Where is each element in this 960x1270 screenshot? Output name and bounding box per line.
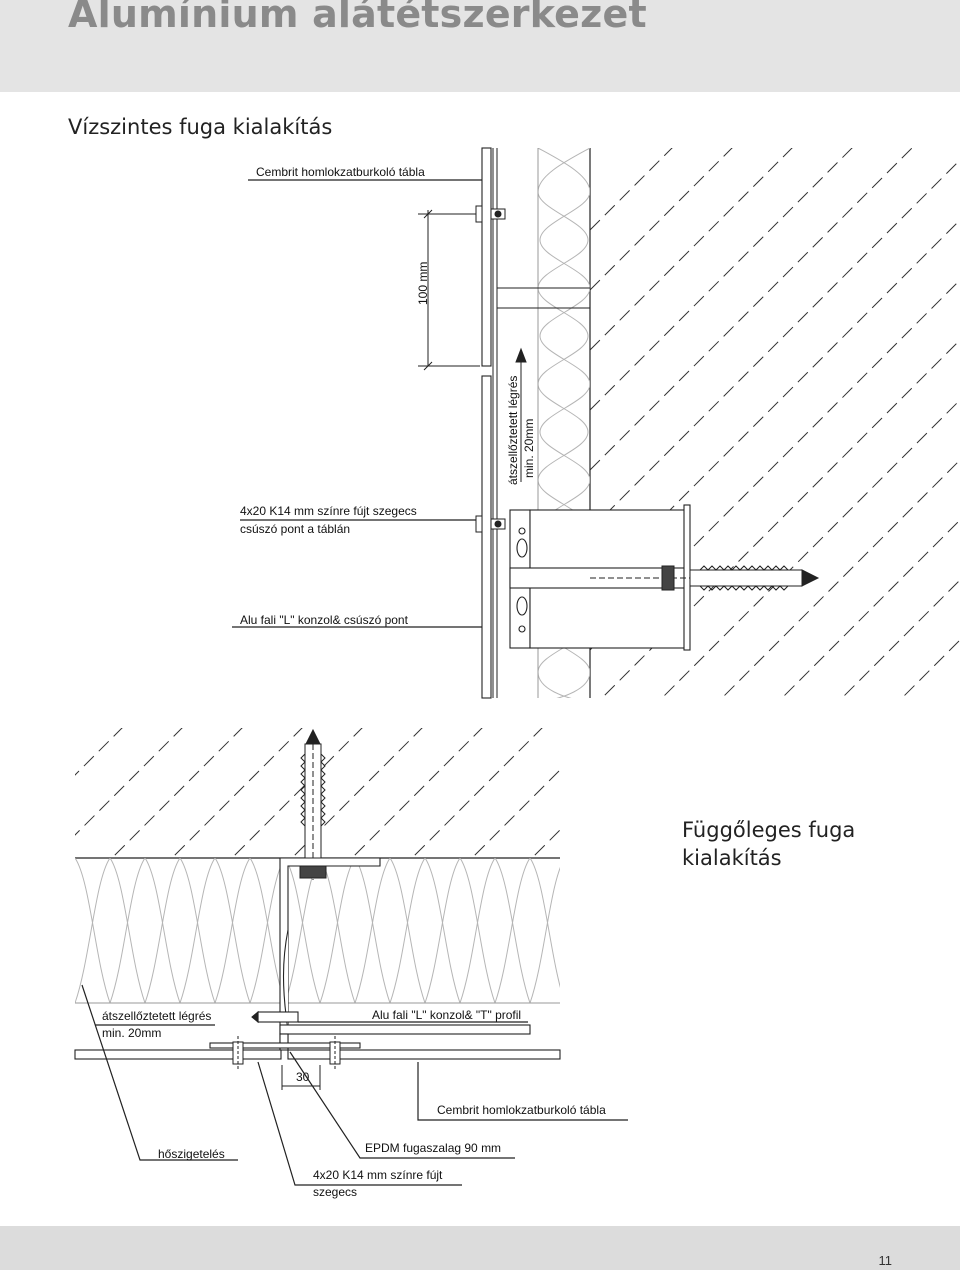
dimension-30: [281, 1065, 321, 1090]
label-panel-top: Cembrit homlokzatburkoló tábla: [256, 165, 425, 179]
l-bracket: [509, 504, 691, 651]
horizontal-joint-detail: 100 mm átszellőztetett légrés min. 20mm …: [232, 147, 960, 699]
section-title-horizontal: Vízszintes fuga kialakítás: [68, 115, 333, 139]
label-bracket-top: Alu fali "L" konzol& csúszó pont: [240, 613, 409, 627]
cladding-panels-bottom: [74, 1042, 561, 1060]
anchor-bolt-bottom: [299, 728, 327, 880]
label-panel-bottom: Cembrit homlokzatburkoló tábla: [437, 1103, 606, 1117]
label-rivet-bottom-1: 4x20 K14 mm színre fújt: [313, 1168, 443, 1182]
label-bracket-bottom: Alu fali "L" konzol& "T" profil: [372, 1008, 521, 1022]
label-epdm: EPDM fugaszalag 90 mm: [365, 1141, 501, 1155]
wall-hatch-bottom: [75, 728, 560, 858]
airgap-arrow-top: [515, 347, 527, 482]
label-airgap-bottom-2: min. 20mm: [102, 1026, 161, 1040]
anchor-bolt-top: [590, 565, 820, 591]
page-number: 11: [878, 1253, 893, 1268]
label-insulation: hőszigetelés: [158, 1147, 225, 1161]
rivet-middle: [475, 515, 506, 533]
label-rivet-bottom-2: szegecs: [313, 1185, 357, 1199]
vertical-joint-detail: 30 átszellőztetett légrés min. 20mm Alu …: [74, 728, 628, 1199]
dimension-label-100: 100 mm: [416, 262, 430, 305]
leaders-bottom: [81, 984, 628, 1186]
label-rivet-top-1: 4x20 K14 mm színre fújt szegecs: [240, 504, 417, 518]
rivets-bottom: [232, 1036, 341, 1070]
insulation-bottom: [75, 858, 560, 1003]
page-title: Alumínium alátétszerkezet: [68, 0, 647, 36]
dimension-label-30: 30: [296, 1070, 310, 1084]
label-airgap-bottom-1: átszellőztetett légrés: [102, 1009, 211, 1023]
dimension-100: [418, 209, 480, 371]
leaders-top: [232, 179, 482, 628]
cladding-panel-top: [481, 147, 492, 699]
airgap-label-top-1: átszellőztetett légrés: [506, 376, 520, 485]
profile-web: [492, 148, 590, 698]
label-rivet-top-2: csúszó pont a táblán: [240, 522, 350, 536]
footer-band: [0, 1226, 960, 1270]
airgap-label-top-2: min. 20mm: [522, 419, 536, 478]
section-title-vertical: Függőleges fuga: [682, 818, 856, 842]
section-title-vertical-2: kialakítás: [682, 846, 782, 870]
header-band: [0, 0, 960, 92]
